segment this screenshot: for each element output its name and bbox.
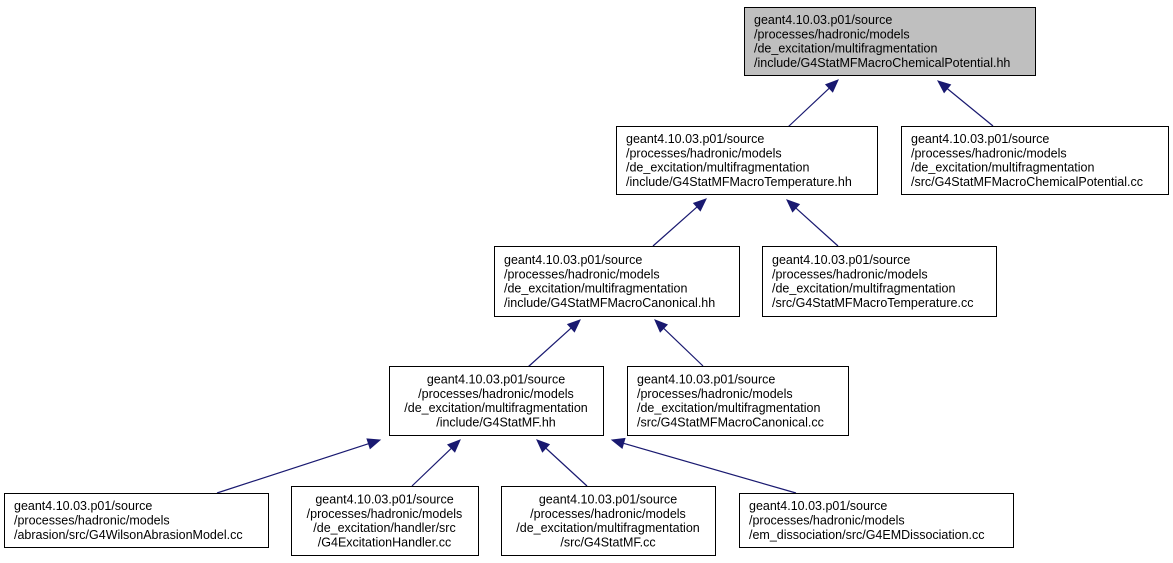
edge-line [787,87,830,128]
node-label-line: /processes/hadronic/models [307,507,463,521]
edge-line [545,447,588,487]
node-box[interactable] [744,7,1036,76]
node-box[interactable] [616,126,878,195]
arrowhead-icon [566,319,581,333]
node-label-line: geant4.10.03.p01/source [539,492,677,506]
graph-node-macro-temp-cc[interactable]: geant4.10.03.p01/source/processes/hadron… [762,246,997,317]
node-label-line: geant4.10.03.p01/source [14,499,152,513]
node-label-line: geant4.10.03.p01/source [626,132,764,146]
node-label-line: geant4.10.03.p01/source [772,253,910,267]
edge-line [663,327,704,367]
edge-line [411,447,452,487]
edge-line [216,443,369,494]
node-label-line: geant4.10.03.p01/source [504,253,642,267]
arrowhead-icon [536,439,551,453]
arrowhead-icon [824,79,839,93]
node-box[interactable] [501,486,716,556]
graph-node-macro-canonical-cc[interactable]: geant4.10.03.p01/source/processes/hadron… [627,366,849,436]
node-label-line: /src/G4StatMF.cc [560,536,655,550]
arrowhead-icon [692,198,707,212]
node-box[interactable] [4,493,269,548]
graph-node-macro-temp-hh[interactable]: geant4.10.03.p01/source/processes/hadron… [616,126,878,195]
graph-node-macro-chem-pot-hh[interactable]: geant4.10.03.p01/source/processes/hadron… [744,7,1036,76]
node-label-line: /de_excitation/handler/src [313,521,455,535]
node-label-line: geant4.10.03.p01/source [427,372,565,386]
node-label-line: geant4.10.03.p01/source [754,13,892,27]
node-box[interactable] [494,246,740,317]
node-label-line: /src/G4StatMFMacroTemperature.cc [772,296,973,310]
graph-node-macro-canonical-hh[interactable]: geant4.10.03.p01/source/processes/hadron… [494,246,740,317]
node-box[interactable] [389,366,604,436]
dependency-edge [610,437,797,494]
edges-layer [216,79,994,494]
graph-node-statmf-cc[interactable]: geant4.10.03.p01/source/processes/hadron… [501,486,716,556]
node-label-line: /src/G4StatMFMacroChemicalPotential.cc [911,175,1143,189]
node-label-line: /processes/hadronic/models [637,387,793,401]
dependency-edge [527,319,581,368]
node-label-line: /processes/hadronic/models [14,514,170,528]
edge-line [652,206,698,247]
node-label-line: /include/G4StatMF.hh [436,416,556,430]
dependency-edge [786,199,839,247]
node-label-line: /processes/hadronic/models [504,267,660,281]
graph-node-macro-chem-pot-cc[interactable]: geant4.10.03.p01/source/processes/hadron… [901,126,1169,195]
node-label-line: /processes/hadronic/models [911,146,1067,160]
node-label-line: /processes/hadronic/models [626,146,782,160]
node-box[interactable] [627,366,849,436]
node-label-line: /de_excitation/multifragmentation [404,401,587,415]
node-label-line: /em_dissociation/src/G4EMDissociation.cc [749,528,985,542]
node-label-line: /include/G4StatMFMacroTemperature.hh [626,175,852,189]
arrowhead-icon [936,80,952,94]
arrowhead-icon [366,438,382,450]
node-label-line: geant4.10.03.p01/source [911,132,1049,146]
arrowhead-icon [786,199,801,213]
dependency-edge [936,80,994,127]
node-label-line: /de_excitation/multifragmentation [911,161,1094,175]
edge-line [795,207,839,247]
dependency-edge [536,439,588,487]
node-label-line: /processes/hadronic/models [418,387,574,401]
node-box[interactable] [739,493,1014,548]
arrowhead-icon [446,439,461,453]
graph-node-statmf-hh[interactable]: geant4.10.03.p01/source/processes/hadron… [389,366,604,436]
node-label-line: /processes/hadronic/models [530,507,686,521]
dependency-edge [652,198,707,247]
arrowhead-icon [610,437,626,449]
dependency-edge [787,79,839,128]
nodes-layer: geant4.10.03.p01/source/processes/hadron… [4,7,1169,556]
node-label-line: /de_excitation/multifragmentation [516,521,699,535]
node-label-line: /include/G4StatMFMacroCanonical.hh [504,296,715,310]
arrowhead-icon [654,319,669,333]
node-label-line: /include/G4StatMFMacroChemicalPotential.… [754,56,1010,70]
edge-line [946,88,994,127]
node-label-line: /de_excitation/multifragmentation [637,401,820,415]
node-label-line: geant4.10.03.p01/source [749,499,887,513]
node-label-line: /processes/hadronic/models [749,514,905,528]
edge-line [527,327,572,368]
node-label-line: /abrasion/src/G4WilsonAbrasionModel.cc [14,528,243,542]
edge-line [623,442,797,494]
node-label-line: /processes/hadronic/models [772,267,928,281]
graph-node-wilson-abrasion-cc[interactable]: geant4.10.03.p01/source/processes/hadron… [4,493,269,548]
node-box[interactable] [762,246,997,317]
node-label-line: /de_excitation/multifragmentation [626,161,809,175]
node-label-line: /processes/hadronic/models [754,27,910,41]
dependency-edge [654,319,704,367]
dependency-edge [411,439,461,487]
node-label-line: /de_excitation/multifragmentation [772,282,955,296]
node-label-line: /G4ExcitationHandler.cc [318,536,451,550]
node-label-line: /de_excitation/multifragmentation [754,42,937,56]
node-label-line: /src/G4StatMFMacroCanonical.cc [637,416,824,430]
dependency-edge [216,438,382,494]
node-label-line: /de_excitation/multifragmentation [504,282,687,296]
node-label-line: geant4.10.03.p01/source [637,372,775,386]
graph-node-excitation-handler-cc[interactable]: geant4.10.03.p01/source/processes/hadron… [291,486,479,556]
node-box[interactable] [291,486,479,556]
node-box[interactable] [901,126,1169,195]
graph-node-em-dissociation-cc[interactable]: geant4.10.03.p01/source/processes/hadron… [739,493,1014,548]
node-label-line: geant4.10.03.p01/source [315,492,453,506]
